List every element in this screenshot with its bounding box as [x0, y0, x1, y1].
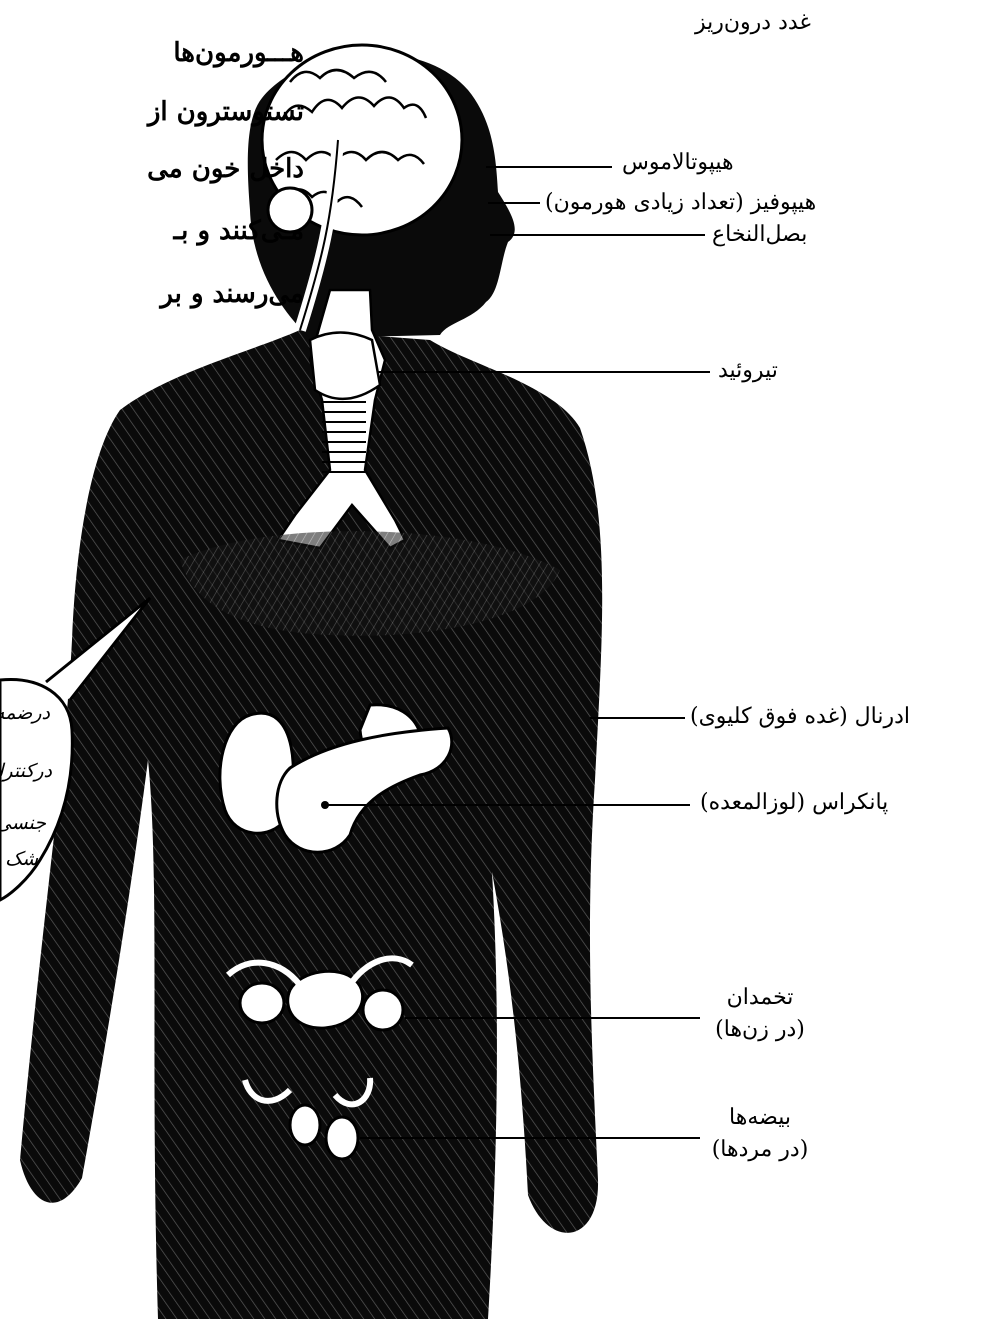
ovaries-label: تخمدان (در زن‌ها) [690, 982, 830, 1046]
thyroid-label: تیروئید [718, 358, 778, 383]
hypothalamus-label: هیپوتالاموس [622, 150, 734, 175]
ovaries-note: (در زن‌ها) [690, 1014, 830, 1046]
medulla-label: بصل‌النخاع [712, 222, 807, 247]
pancreas-label: پانکراس (لوزالمعده) [700, 790, 888, 815]
side-paragraph-line-1: هـــورمون‌ها [173, 40, 304, 66]
testes-name: بیضه‌ها [690, 1102, 830, 1134]
side-paragraph-line-2: تستوسترون از [148, 99, 304, 125]
left-ovary [240, 983, 284, 1023]
right-testis [326, 1117, 358, 1159]
bubble-text-line-4: شک [5, 848, 38, 870]
testes-note: (در مردها) [690, 1134, 830, 1166]
title: غدد درون‌ریز [695, 10, 811, 35]
thyroid-gland [310, 333, 380, 399]
adrenal-label: ادرنال (غده فوق کلیوی) [690, 704, 910, 729]
left-testis [290, 1105, 320, 1145]
right-ovary [363, 990, 403, 1030]
side-paragraph-line-4: مـی‌کنند و بـ [174, 218, 304, 244]
side-paragraph-line-3: داخل خون می [147, 156, 304, 182]
bubble-text-line-1: درضمه [0, 702, 50, 724]
ovaries-name: تخمدان [690, 982, 830, 1014]
bubble-text-line-3: جنسی [0, 812, 46, 834]
bubble-text-line-2: درکنترل [0, 760, 52, 782]
testes-label: بیضه‌ها (در مردها) [690, 1102, 830, 1166]
pituitary-label: هیپوفیز (تعداد زیادی هورمون) [545, 190, 816, 215]
side-paragraph-line-5: می‌رسند و بر [160, 281, 304, 307]
